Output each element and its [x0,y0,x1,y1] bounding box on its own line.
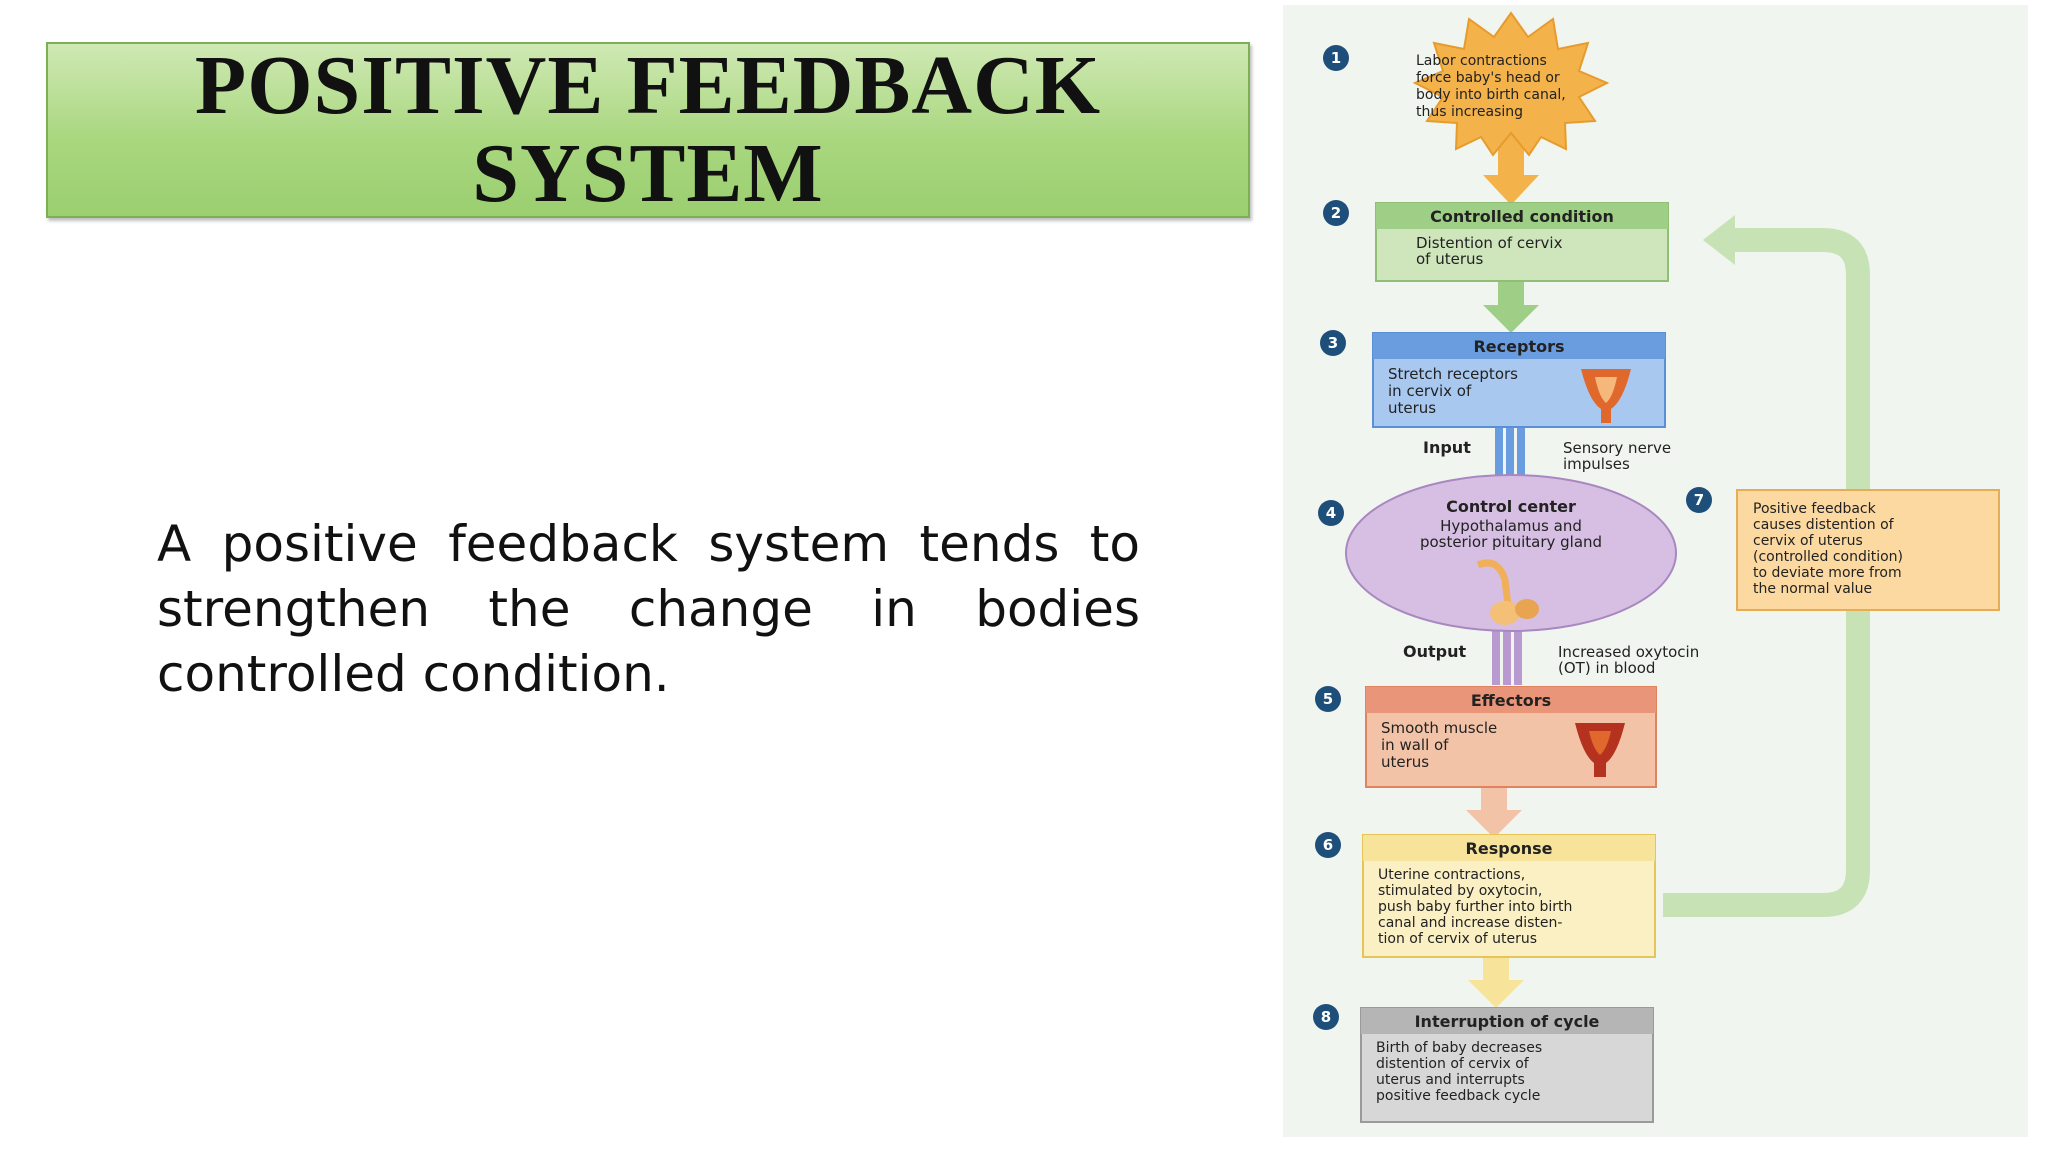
step6-line-4: canal and increase disten- [1378,915,1562,931]
arrow-2-3 [1483,280,1539,333]
step7-line-1: Positive feedback [1753,501,1877,517]
svg-text:1: 1 [1331,49,1341,67]
step7-line-6: the normal value [1753,581,1872,597]
input-note-line-2: impulses [1563,455,1630,473]
pituitary-gland-icon [1476,559,1539,625]
step6-line-5: tion of cervix of uterus [1378,931,1537,947]
step6-heading: Response [1466,839,1553,858]
svg-text:8: 8 [1321,1008,1331,1026]
title-banner: POSITIVE FEEDBACK SYSTEM [46,42,1250,218]
step5-box: Effectors Smooth muscle in wall of uteru… [1365,686,1657,788]
step5-line-1: Smooth muscle [1381,719,1497,737]
body-paragraph: A positive feedback system tends to stre… [157,515,1140,703]
step6-box: Response Uterine contractions, stimulate… [1362,834,1656,958]
step8-line-1: Birth of baby decreases [1376,1040,1542,1056]
step2-line-2: of uterus [1416,250,1484,268]
step2-badge: 2 [1323,200,1349,226]
step3-line-3: uterus [1388,399,1436,417]
step4-line-2: posterior pituitary gland [1420,533,1602,551]
svg-text:2: 2 [1331,204,1341,222]
feedback-diagram: Labor contractions force baby's head or … [1283,5,2028,1137]
svg-text:5: 5 [1323,690,1333,708]
step2-heading: Controlled condition [1430,207,1614,226]
step5-line-3: uterus [1381,753,1429,771]
step1-line-4: thus increasing [1416,104,1523,120]
svg-text:7: 7 [1694,491,1704,509]
step3-badge: 3 [1320,330,1346,356]
step7-line-4: (controlled condition) [1753,549,1903,565]
step1-badge: 1 [1323,45,1349,71]
step1-line-2: force baby's head or [1416,70,1560,86]
step8-line-4: positive feedback cycle [1376,1088,1540,1104]
uterus-icon [1581,369,1631,423]
arrow-5-6 [1466,785,1522,838]
svg-text:4: 4 [1326,504,1336,522]
step7-line-5: to deviate more from [1753,565,1902,581]
step2-line-1: Distention of cervix [1416,234,1563,252]
step8-line-2: distention of cervix of [1376,1056,1530,1072]
step3-line-1: Stretch receptors [1388,365,1518,383]
step7-badge: 7 [1686,487,1712,513]
step4-heading: Control center [1446,497,1576,516]
step6-badge: 6 [1315,832,1341,858]
step8-badge: 8 [1313,1004,1339,1030]
step2-box: Controlled condition Distention of cervi… [1375,202,1669,282]
input-label: Input [1423,438,1471,457]
output-label: Output [1403,642,1466,661]
input-note-line-1: Sensory nerve [1563,439,1671,457]
step8-box: Interruption of cycle Birth of baby decr… [1360,1007,1654,1123]
step3-line-2: in cervix of [1388,382,1472,400]
step6-line-2: stimulated by oxytocin, [1378,883,1542,899]
step4-line-1: Hypothalamus and [1440,517,1582,535]
title-line-1: POSITIVE FEEDBACK [194,39,1102,132]
step6-line-1: Uterine contractions, [1378,867,1525,883]
step7-box: Positive feedback causes distention of c… [1736,489,2000,611]
step5-badge: 5 [1315,686,1341,712]
svg-text:3: 3 [1328,334,1338,352]
step7-line-3: cervix of uterus [1753,533,1863,549]
svg-text:6: 6 [1323,836,1333,854]
step4-ellipse: Control center Hypothalamus and posterio… [1345,474,1677,632]
step1-starburst: Labor contractions force baby's head or … [1412,11,1610,157]
arrow-input [1495,425,1525,487]
arrow-6-8 [1468,955,1524,1008]
step3-heading: Receptors [1473,337,1564,356]
step8-line-3: uterus and interrupts [1376,1072,1525,1088]
uterus-muscle-icon [1575,723,1625,777]
title-line-2: SYSTEM [472,127,824,220]
step5-heading: Effectors [1471,691,1551,710]
arrow-output [1492,625,1522,685]
step4-badge: 4 [1318,500,1344,526]
output-note-line-1: Increased oxytocin [1558,643,1699,661]
step1-line-1: Labor contractions [1416,53,1547,69]
step6-line-3: push baby further into birth [1378,899,1572,915]
output-note-line-2: (OT) in blood [1558,659,1655,677]
step7-line-2: causes distention of [1753,517,1895,533]
step5-line-2: in wall of [1381,736,1449,754]
step8-heading: Interruption of cycle [1415,1012,1600,1031]
step1-line-3: body into birth canal, [1416,87,1566,103]
